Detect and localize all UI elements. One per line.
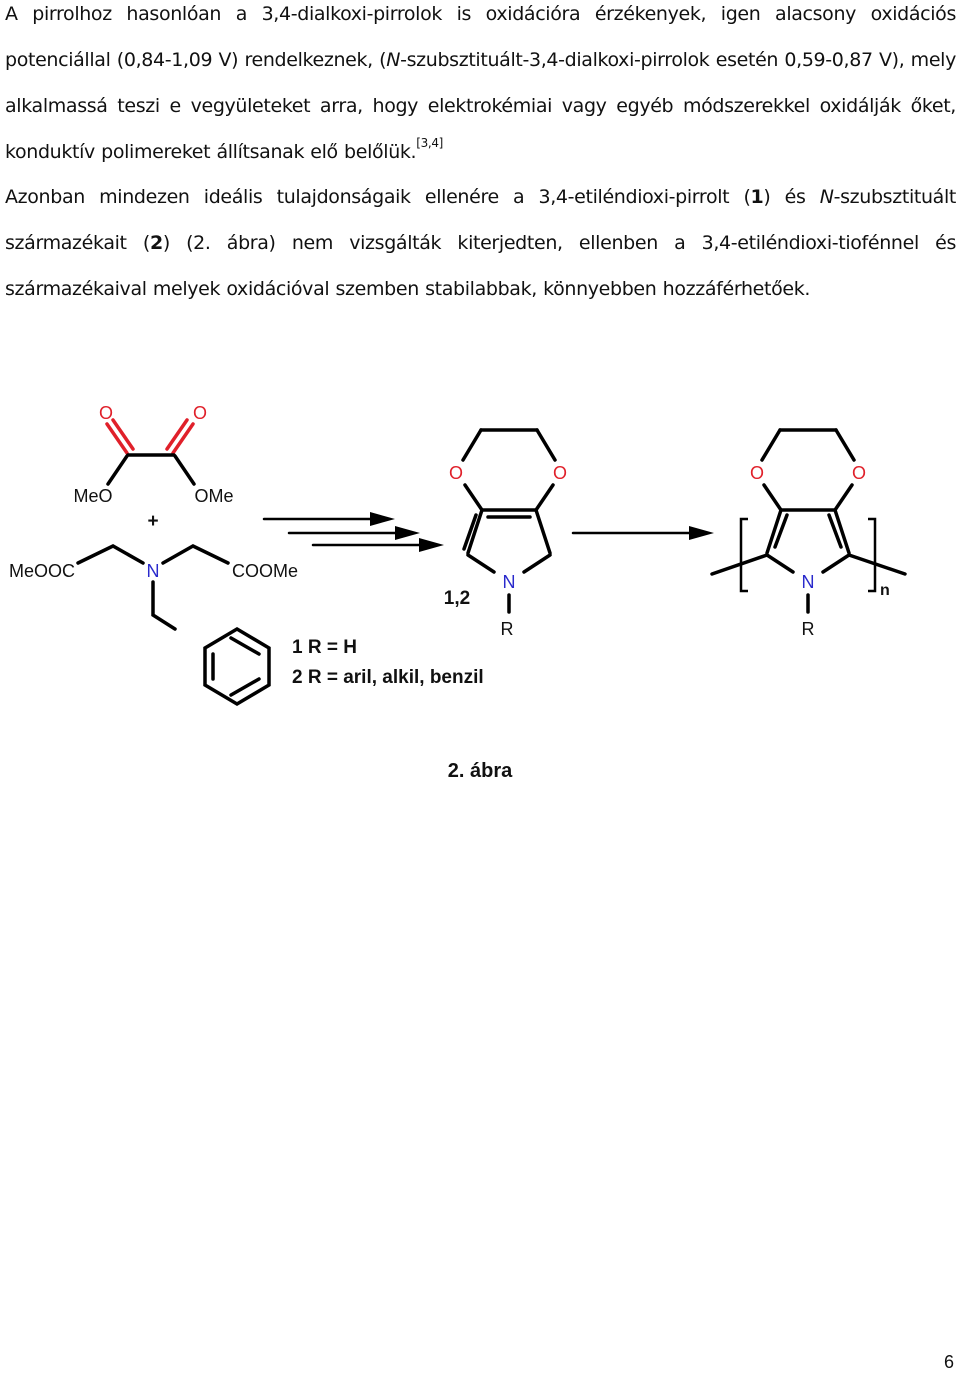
italic-n-2: N	[819, 186, 834, 208]
paragraph-second: Azonban mindezen ideális tulajdonságaik …	[5, 174, 956, 312]
atom-n: N	[503, 572, 516, 592]
atom-n: N	[802, 572, 815, 592]
atom-o: O	[852, 463, 866, 483]
paragraph-intro-part2: -szubsztituált-3,4-dialkoxi-pirrolok ese…	[5, 49, 957, 163]
compound-label: 1,2	[444, 588, 470, 609]
atom-o: O	[449, 463, 463, 483]
paragraph-intro: A pirrolhoz hasonlóan a 3,4-dialkoxi-pir…	[5, 0, 956, 175]
ome-label: OMe	[194, 486, 233, 506]
plus-sign: +	[147, 511, 158, 532]
scheme-bonds	[76, 418, 907, 707]
paragraph-second-part2: ) és	[763, 186, 820, 208]
r-label: R	[501, 619, 514, 639]
polymer-n-label: n	[880, 582, 890, 599]
italic-n: N	[386, 49, 401, 71]
arrow-head-3	[419, 538, 444, 552]
paragraph-second-part4: ) (2. ábra) nem vizsgálták kiterjedten, …	[5, 232, 956, 300]
paragraph-second-part3: -szubsztituált származékait (	[5, 186, 956, 254]
meo-label: MeO	[73, 486, 112, 506]
legend-line-2: 2 R = aril, alkil, benzil	[292, 667, 484, 688]
arrow-head-4	[689, 526, 714, 540]
compound-ref-2: 2	[149, 232, 163, 254]
atom-o: O	[99, 403, 113, 423]
paragraph-second-part1: Azonban mindezen ideális tulajdonságaik …	[5, 186, 751, 208]
atom-o: O	[193, 403, 207, 423]
compound-ref-1: 1	[750, 186, 764, 208]
figure-caption: 2. ábra	[447, 760, 513, 782]
meooc-label: MeOOC	[9, 561, 75, 581]
paragraph-intro-part1: A pirrolhoz hasonlóan a 3,4-dialkoxi-pir…	[5, 3, 956, 71]
r-label: R	[802, 619, 815, 639]
coome-label: COOMe	[232, 561, 298, 581]
arrow-head-1	[370, 512, 395, 526]
atom-o: O	[750, 463, 764, 483]
arrow-heads	[370, 512, 714, 552]
legend-line-1: 1 R = H	[292, 637, 357, 658]
arrow-head-2	[395, 526, 420, 540]
reaction-scheme: O O MeO OMe + MeOOC N COOMe O O N R 1,2 …	[9, 403, 907, 707]
atom-o: O	[553, 463, 567, 483]
atom-n: N	[147, 561, 160, 581]
page-number: 6	[943, 1352, 954, 1372]
reference-3-4[interactable]: [3,4]	[416, 135, 443, 150]
